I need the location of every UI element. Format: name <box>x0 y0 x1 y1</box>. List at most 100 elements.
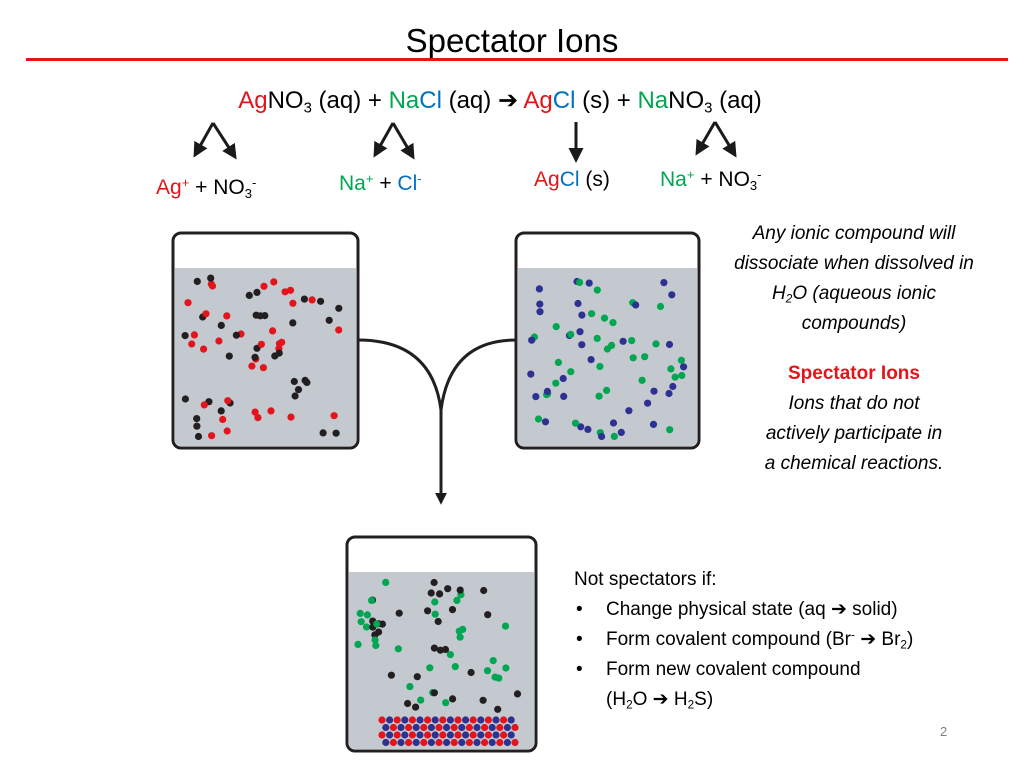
ion-particle <box>260 282 268 290</box>
item3-formula-c: S) <box>694 689 714 710</box>
precipitate-particle <box>481 738 489 747</box>
ion-particle <box>567 330 575 338</box>
precipitate-particle <box>481 723 489 732</box>
ion-particle <box>395 609 403 617</box>
precipitate-particle <box>511 723 519 732</box>
ion-particle <box>571 419 580 427</box>
note-h-subscript: 2 <box>785 292 793 306</box>
ion-no3b-subscript: 3 <box>749 177 758 193</box>
ion-particle <box>181 395 189 403</box>
ion-particle <box>543 387 552 395</box>
ions-nacl: Na+ + Cl- <box>339 172 422 196</box>
precipitate-particle <box>435 723 443 732</box>
item2-superscript: - <box>851 628 855 642</box>
precipitate-particle <box>412 723 420 732</box>
ion-particle <box>193 422 201 430</box>
ion-cl-charge: - <box>417 170 422 186</box>
ion-particle <box>208 432 216 440</box>
ion-particle <box>436 590 444 598</box>
ion-particle <box>446 651 454 659</box>
item3-sub-1: 2 <box>626 698 633 712</box>
item3-formula-b: O ➔ H <box>632 689 688 710</box>
ion-particle <box>536 308 544 316</box>
list-item-3: Form new covalent compound(H2O ➔ H2S) <box>574 655 1014 715</box>
ion-particle <box>193 415 201 423</box>
note-line-3: H2O (aqueous ionic <box>704 279 1004 309</box>
ion-particle <box>357 618 365 626</box>
ion-particle <box>667 365 675 373</box>
slide-title: Spectator Ions <box>405 22 619 59</box>
ion-particle <box>354 640 362 649</box>
ion-particle <box>215 337 223 345</box>
ion-particle <box>527 370 535 378</box>
ion-particle <box>652 340 660 348</box>
ion-particle <box>223 312 231 320</box>
ion-particle <box>576 278 584 286</box>
ion-particle <box>559 374 567 383</box>
ion-particle <box>677 356 686 364</box>
precipitate-particle <box>454 731 462 739</box>
ion-particle <box>256 312 264 320</box>
ion-particle <box>666 426 674 434</box>
ion-particle <box>610 432 618 440</box>
precipitate-particle <box>462 716 470 724</box>
precipitate-particle <box>450 723 458 732</box>
ion-particle <box>232 331 240 339</box>
ion-particle <box>554 358 563 366</box>
ion-no3-charge: - <box>252 174 257 190</box>
precipitate-particle <box>378 731 386 739</box>
ion-particle <box>560 392 568 400</box>
item2-text-c: ) <box>906 629 914 650</box>
item3-text: Form new covalent compound <box>606 659 861 680</box>
ion-particle <box>593 286 601 294</box>
precipitate-particle <box>496 738 504 747</box>
ion-particle <box>317 297 325 305</box>
ion-particle <box>371 636 379 644</box>
ion-particle <box>678 371 686 380</box>
beaker-agno3 <box>171 231 360 450</box>
ion-particle <box>595 392 603 400</box>
ion-particle <box>253 288 261 296</box>
precipitate-particle <box>500 731 508 739</box>
precipitate-particle <box>386 731 394 739</box>
eq-product1-cation: Ag <box>523 87 553 114</box>
note-line-4: compounds) <box>801 313 907 334</box>
ion-particle <box>251 408 259 416</box>
list-item-1: Change physical state (aq ➔ solid) <box>574 595 1014 625</box>
precipitate-particle <box>484 731 492 739</box>
not-spectators-list: Not spectators if: Change physical state… <box>574 565 1014 715</box>
ion-particle <box>536 300 544 308</box>
spectator-heading: Spectator Ions <box>788 363 920 384</box>
ion-particle <box>289 319 297 327</box>
precipitate-particle <box>382 723 390 732</box>
page-number: 2 <box>940 724 948 739</box>
precipitate-particle <box>465 723 473 732</box>
ions-nano3: Na+ + NO3- <box>660 168 762 192</box>
ion-particle <box>394 645 402 653</box>
ion-particle <box>534 415 543 423</box>
ion-particle <box>444 585 452 593</box>
ion-particle <box>680 363 688 371</box>
ion-particle <box>356 609 364 618</box>
ion-particle <box>202 310 210 318</box>
ion-particle <box>430 578 438 587</box>
precipitate-particle <box>492 716 500 724</box>
ion-na2: Na <box>660 168 687 191</box>
ion-particle <box>254 414 262 422</box>
ion-particle <box>449 695 457 703</box>
ion-particle <box>656 302 665 311</box>
ion-particle <box>267 407 275 415</box>
ion-particle <box>291 392 299 400</box>
ion-particle <box>257 340 265 348</box>
precipitate-particle <box>431 731 439 739</box>
ion-particle <box>574 299 582 308</box>
ion-particle <box>217 321 225 329</box>
ion-particle <box>638 376 646 384</box>
precipitate-particle <box>405 738 413 747</box>
ion-particle <box>598 432 606 441</box>
ion-particle <box>535 285 544 293</box>
ion-cl: Cl <box>397 172 418 195</box>
ion-particle <box>248 362 256 370</box>
eq-arrow: ➔ <box>497 87 519 114</box>
